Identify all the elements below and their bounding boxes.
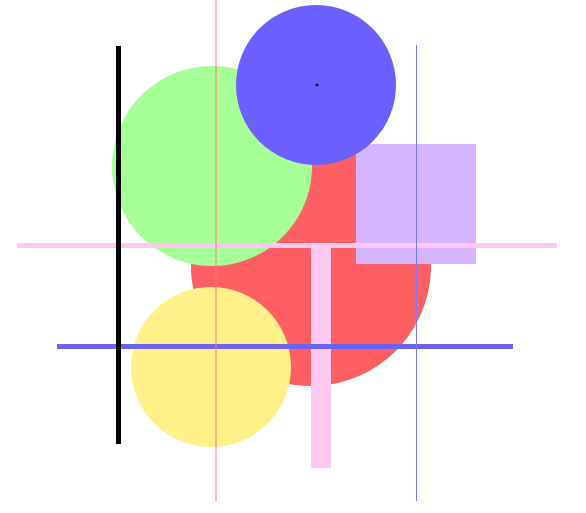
black-vertical-line [116,46,121,444]
blue-thin-vertical-line [416,45,417,501]
blue-horizontal-line [57,344,513,349]
pink-horizontal-line [17,243,557,248]
yellow-circle [131,287,291,447]
red-thin-vertical-line [215,0,217,501]
pink-vertical-bar [311,244,331,468]
blue-circle-center-dot [315,83,319,87]
